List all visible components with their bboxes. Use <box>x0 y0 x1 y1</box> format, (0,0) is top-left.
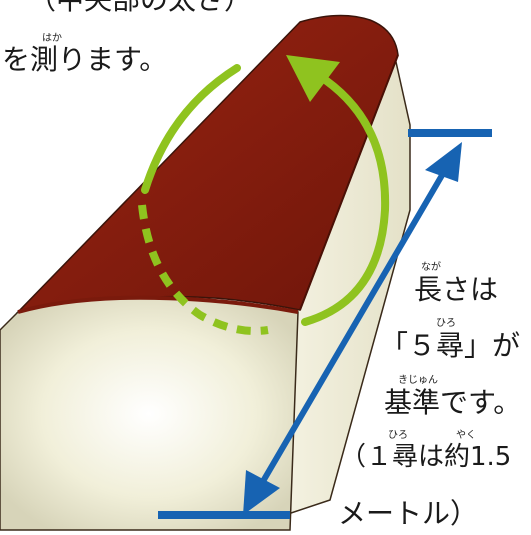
green-arc-left <box>141 64 241 194</box>
log-end-rim <box>17 295 299 314</box>
caption-right-line5: メートル） <box>338 497 479 530</box>
green-arc-dashed <box>138 204 269 335</box>
caption-right-line2: 「５尋」が <box>380 329 521 362</box>
caption-right-ruby-kijun: きじゅん <box>398 375 438 386</box>
caption-right-line1: 長さは <box>414 273 499 306</box>
blue-arrow-head-bottom <box>243 470 280 515</box>
caption-right-ruby-hiro1: ひろ <box>436 318 456 329</box>
blue-arrow-head-top <box>425 142 462 182</box>
log-bark-edge <box>299 54 399 311</box>
green-arc-right <box>301 71 390 326</box>
caption-left-ruby-hakari: はか <box>42 33 62 44</box>
caption-right-ruby-yaku: やく <box>456 430 476 441</box>
caption-right-ruby-hiro2: ひろ <box>388 430 408 441</box>
caption-left-line2: を測ります。 <box>2 43 168 76</box>
caption-right-line4: （１尋は約1.5 <box>340 442 512 472</box>
green-arrow-head <box>286 55 340 102</box>
caption-left-line1: （中央部の太さ） <box>28 0 252 14</box>
blue-length-line <box>252 163 451 497</box>
caption-right-line3: 基準です。 <box>384 386 522 419</box>
caption-right-ruby-naga: なが <box>421 262 441 273</box>
